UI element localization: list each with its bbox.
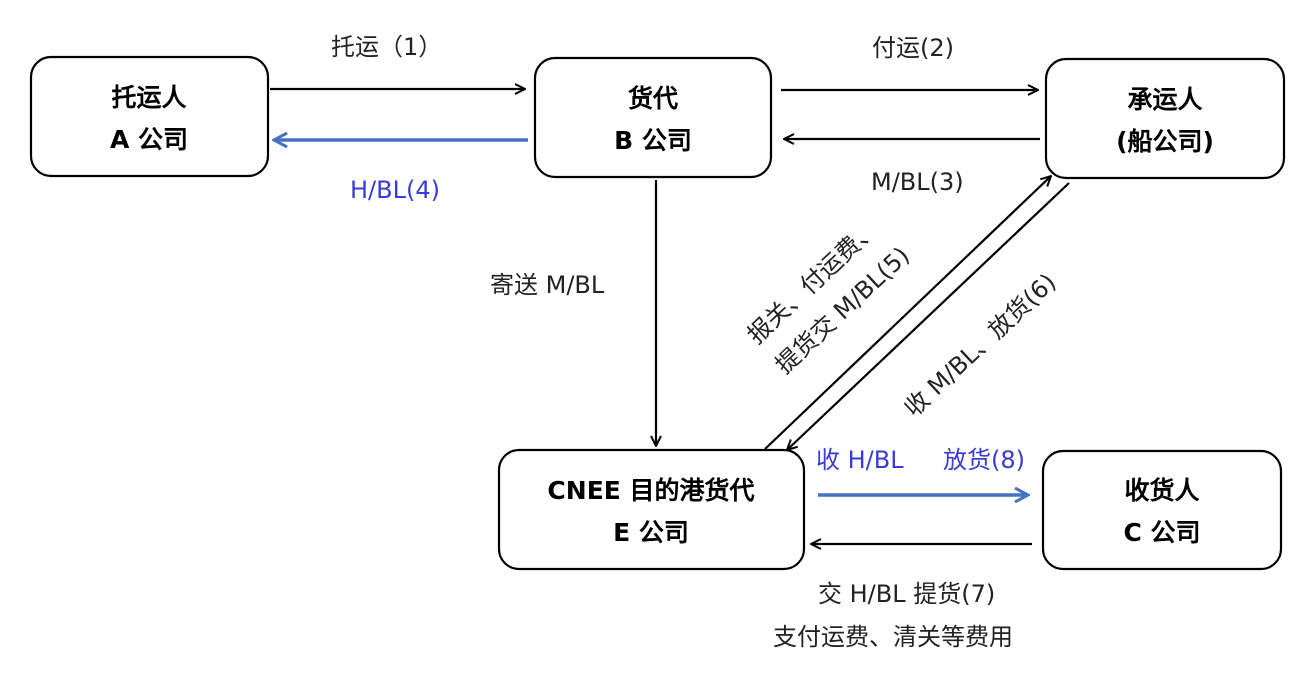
consignee-title: 收货人: [1124, 476, 1199, 505]
dest-forwarder-title: CNEE 目的港货代: [547, 476, 754, 505]
forwarder-company: B 公司: [614, 126, 692, 155]
consignee-company: C 公司: [1123, 518, 1200, 547]
arrow-step6: [787, 182, 1070, 450]
dest-forwarder-box: [497, 448, 806, 571]
label-step7-line2: 支付运费、清关等费用: [773, 623, 1013, 651]
label-mail-mbl: 寄送 M/BL: [490, 271, 605, 299]
label-step2: 付运(2): [872, 34, 954, 62]
carrier-box: [1044, 57, 1286, 180]
shipper-title: 托运人: [111, 83, 186, 112]
label-step8-release: 放货(8): [943, 446, 1025, 474]
label-step6: 收 M/BL、放货(6): [899, 268, 1062, 422]
shipper-box: [29, 55, 270, 178]
label-step4: H/BL(4): [350, 176, 440, 204]
arrow-step5: [764, 176, 1051, 450]
forwarder-title: 货代: [628, 84, 678, 113]
consignee-box: [1041, 449, 1283, 571]
node-dest-forwarder: CNEE 目的港货代 E 公司: [497, 448, 806, 571]
shipper-company: A 公司: [110, 125, 188, 154]
forwarder-box: [533, 56, 773, 179]
label-step6-group: 收 M/BL、放货(6): [899, 268, 1062, 422]
carrier-company: (船公司): [1116, 127, 1214, 156]
node-shipper: 托运人 A 公司: [29, 55, 270, 178]
label-step3: M/BL(3): [871, 168, 964, 196]
label-step1: 托运（1）: [331, 33, 442, 61]
node-forwarder: 货代 B 公司: [533, 56, 773, 179]
node-carrier: 承运人 (船公司): [1044, 57, 1286, 180]
dest-forwarder-company: E 公司: [613, 518, 689, 547]
node-consignee: 收货人 C 公司: [1041, 449, 1283, 571]
label-step8-receive: 收 H/BL: [816, 446, 904, 474]
label-step7-line1: 交 H/BL 提货(7): [818, 580, 995, 608]
carrier-title: 承运人: [1127, 85, 1202, 114]
